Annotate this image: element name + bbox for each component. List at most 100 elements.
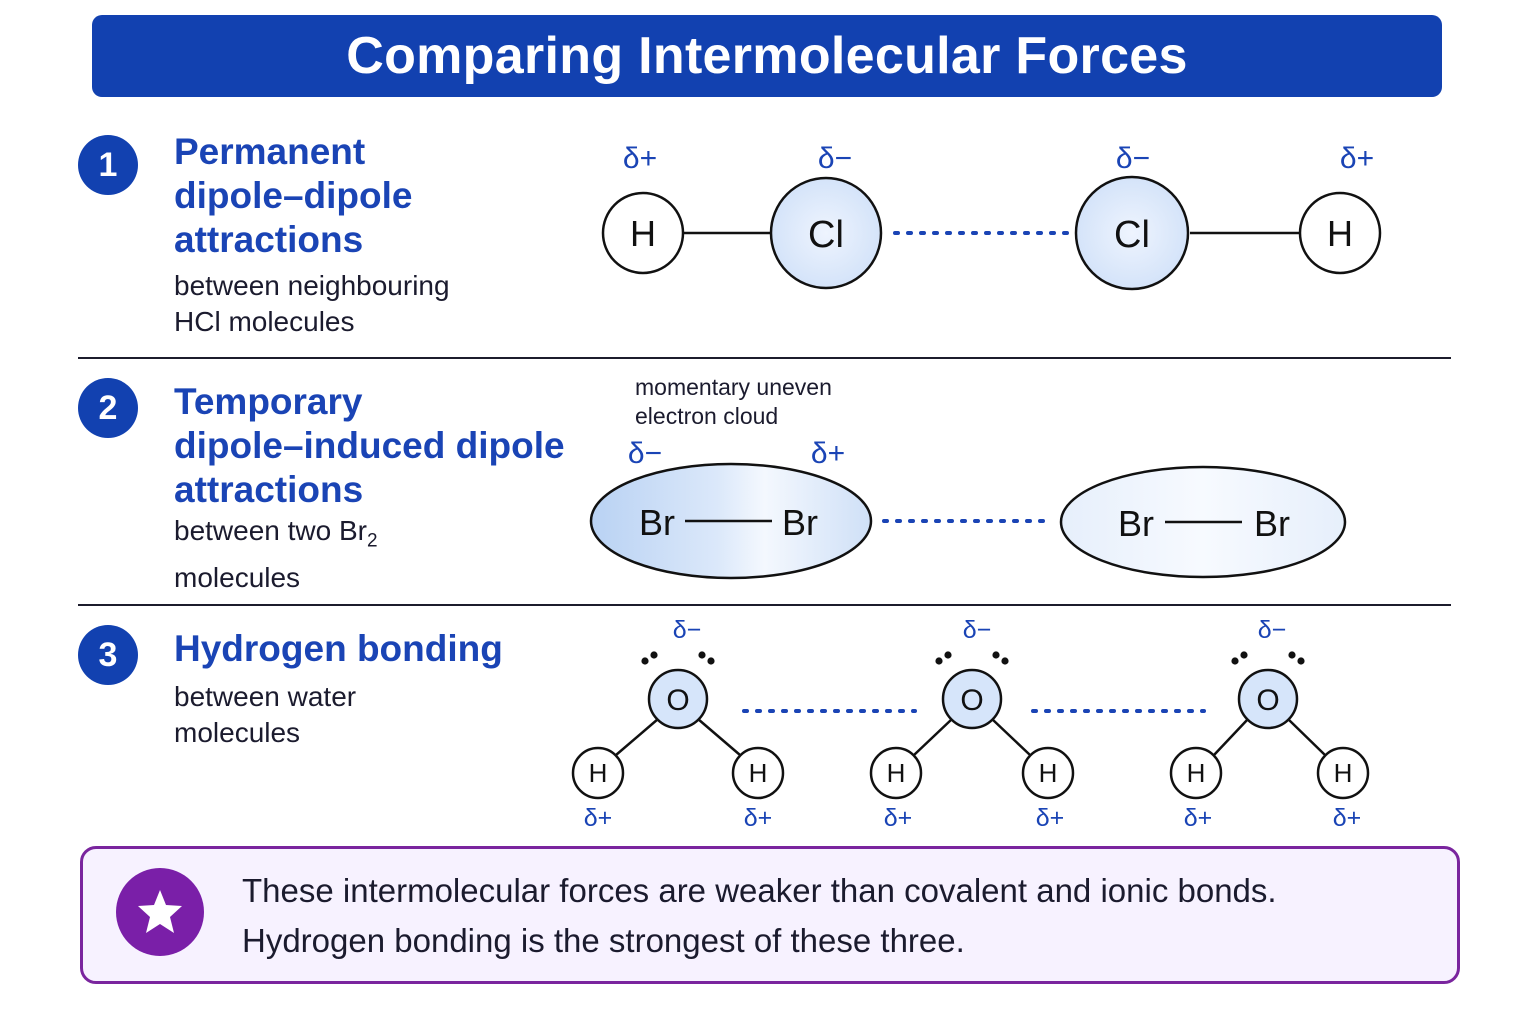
partial-charge-label: δ+ [811, 437, 845, 470]
section-3-desc-line: molecules [174, 717, 301, 748]
lone-pair-dot [641, 657, 649, 665]
section-1-heading-line: Permanent [174, 131, 366, 172]
atom-label: H [1327, 213, 1353, 254]
partial-charge-label: δ− [818, 142, 852, 175]
partial-charge-label: δ+ [884, 804, 913, 832]
section-2-desc-line: between two Br2 [174, 513, 378, 560]
lone-pair-dot [1231, 657, 1239, 665]
atom-label: H [887, 758, 906, 788]
section-2-desc-text: between two Br [174, 515, 367, 546]
section-divider [78, 357, 1451, 359]
section-2-description: between two Br2 molecules [174, 513, 378, 596]
atom-label: Br [782, 502, 818, 543]
partial-charge-label: δ+ [1340, 142, 1374, 175]
lone-pair-dot [1288, 651, 1296, 659]
section-1-desc-line: between neighbouring [174, 270, 450, 301]
hydrogen-atom [1021, 746, 1075, 800]
star-badge [116, 868, 204, 956]
atom-label: O [1256, 684, 1279, 717]
atom-label: H [1334, 758, 1353, 788]
lone-pair-dot [992, 651, 1000, 659]
atom-label: Br [639, 502, 675, 543]
section-2-heading: Temporary dipole–induced dipole attracti… [174, 380, 565, 512]
section-1-heading-line: attractions [174, 219, 364, 260]
partial-charge-label: δ− [963, 616, 992, 644]
star-icon [138, 890, 182, 933]
section-3-heading: Hydrogen bonding [174, 627, 503, 671]
section-2-heading-line: Temporary [174, 381, 363, 422]
partial-charge-label: δ+ [623, 142, 657, 175]
hydrogen-atom [869, 746, 923, 800]
chlorine-atom [769, 176, 883, 290]
o-h-bond [697, 718, 741, 756]
partial-charge-label: δ+ [1036, 804, 1065, 832]
subscript-2: 2 [367, 530, 378, 552]
hydrogen-atom [601, 191, 685, 275]
atom-label: H [1039, 758, 1058, 788]
section-1-desc-line: HCl molecules [174, 306, 355, 337]
atom-label: Br [1118, 503, 1154, 544]
atom-label: H [630, 213, 656, 254]
summary-line: These intermolecular forces are weaker t… [242, 872, 1277, 909]
oxygen-atom [1237, 668, 1299, 730]
hydrogen-atom [1316, 746, 1370, 800]
br2-induced-dipole-diagram: momentary uneven electron cloud δ− δ+ Br… [589, 374, 1347, 580]
atom-label: O [666, 684, 689, 717]
lone-pair-dot [698, 651, 706, 659]
summary-line: Hydrogen bonding is the strongest of the… [242, 922, 965, 959]
hydrogen-atom [1169, 746, 1223, 800]
o-h-bond [913, 718, 953, 756]
section-3-desc-line: between water [174, 681, 357, 712]
partial-charge-label: δ+ [1184, 804, 1213, 832]
atom-label: Cl [808, 214, 844, 256]
section-1-heading: Permanent dipole–dipole attractions [174, 130, 412, 262]
lone-pair-dot [1001, 657, 1009, 665]
atom-label: H [589, 758, 608, 788]
section-1-number: 1 [78, 135, 138, 195]
lone-pair-dot [650, 651, 658, 659]
summary-note-box [80, 846, 1460, 984]
partial-charge-label: δ− [1258, 616, 1287, 644]
o-h-bond [615, 718, 659, 756]
atom-label: H [749, 758, 768, 788]
section-2-heading-line: attractions [174, 469, 364, 510]
oxygen-atom [647, 668, 709, 730]
lone-pair-dot [1297, 657, 1305, 665]
partial-charge-label: δ− [628, 437, 662, 470]
hydrogen-atom [731, 746, 785, 800]
annotation-line: electron cloud [635, 403, 778, 429]
section-3-description: between water molecules [174, 679, 356, 751]
lone-pair-dot [944, 651, 952, 659]
partial-charge-label: δ+ [1333, 804, 1362, 832]
page-title: Comparing Intermolecular Forces [346, 27, 1188, 85]
summary-note-text: These intermolecular forces are weaker t… [242, 866, 1277, 966]
section-2-heading-line: dipole–induced dipole [174, 425, 565, 466]
partial-charge-label: δ+ [744, 804, 773, 832]
section-1-heading-line: dipole–dipole [174, 175, 413, 216]
section-1-description: between neighbouring HCl molecules [174, 268, 450, 340]
hydrogen-atom [571, 746, 625, 800]
lone-pair-dot [707, 657, 715, 665]
partial-charge-label: δ− [1116, 142, 1150, 175]
chlorine-atom [1074, 175, 1190, 291]
atom-label: O [960, 684, 983, 717]
section-3-number: 3 [78, 625, 138, 685]
lone-pair-dot [935, 657, 943, 665]
oxygen-atom [941, 668, 1003, 730]
atom-label: Cl [1114, 214, 1150, 256]
o-h-bond [1287, 718, 1326, 756]
section-3-heading-line: Hydrogen bonding [174, 628, 503, 669]
atom-label: Br [1254, 503, 1290, 544]
partial-charge-label: δ− [673, 616, 702, 644]
partial-charge-label: δ+ [584, 804, 613, 832]
section-2-desc-line: molecules [174, 561, 301, 593]
o-h-bond [1213, 718, 1249, 756]
hcl-dipole-diagram: H Cl Cl H δ+ δ− δ− δ+ [601, 142, 1382, 291]
o-h-bond [991, 718, 1031, 756]
lone-pair-dot [1240, 651, 1248, 659]
section-divider [78, 604, 1451, 606]
annotation-line: momentary uneven [635, 374, 832, 400]
title-banner: Comparing Intermolecular Forces [92, 15, 1442, 97]
